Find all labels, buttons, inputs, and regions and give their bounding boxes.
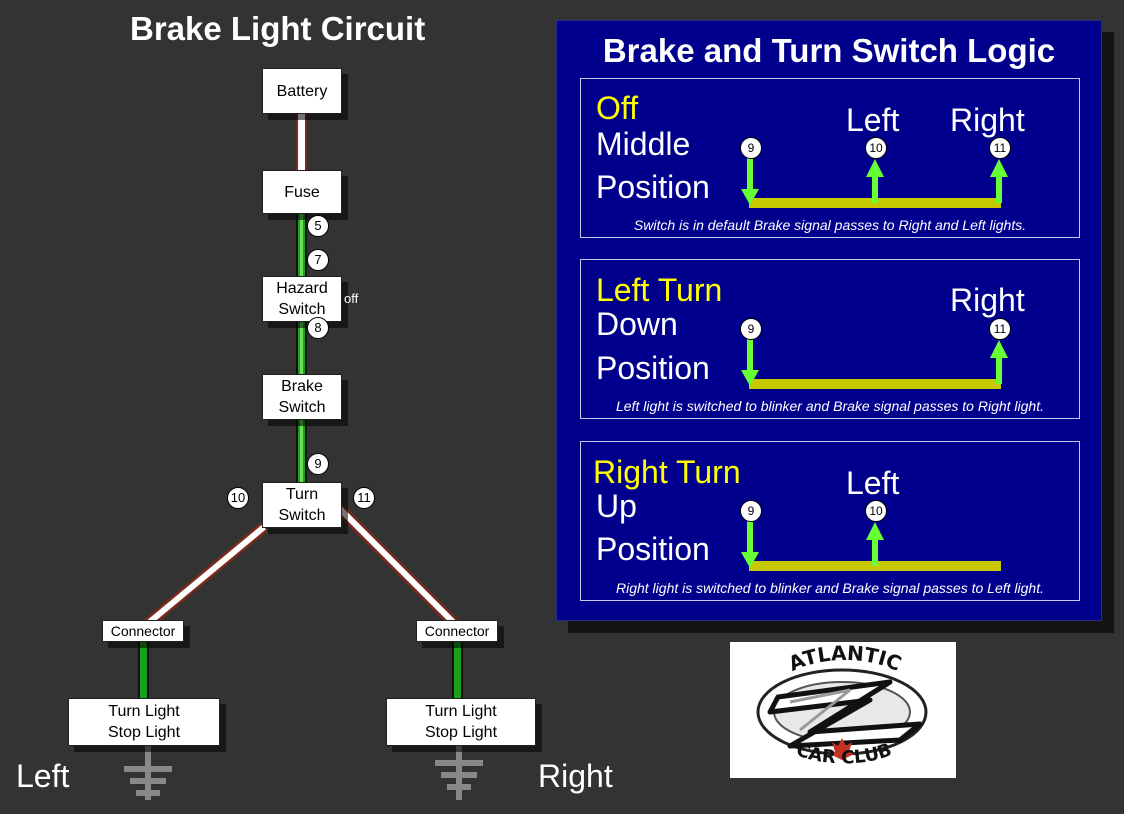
mode-left-turn-panel: Left Turn Down Position Right 9 11 Left … [580, 259, 1080, 419]
mode-left-turn-pin-11: 11 [989, 318, 1011, 340]
mode-off-note: Switch is in default Brake signal passes… [633, 217, 1027, 233]
pin-5: 5 [307, 215, 329, 237]
left-side-label: Left [16, 758, 70, 794]
light-right-box: Turn Light Stop Light [386, 698, 536, 746]
wire-connector-left-light [138, 640, 149, 700]
turn-switch-box: Turn Switch [262, 482, 342, 528]
mode-right-turn-line2: Position [596, 531, 710, 567]
light-left-box: Turn Light Stop Light [68, 698, 220, 746]
mode-left-turn-line2: Position [596, 350, 710, 386]
ground-symbol-left [124, 744, 172, 800]
mode-right-turn-line1: Up [596, 488, 637, 524]
mode-right-turn-pin-10: 10 [865, 500, 887, 522]
mode-off-left-label: Left [846, 102, 900, 138]
mode-right-turn-left-label: Left [846, 465, 900, 501]
connector-right-label: Connector [424, 623, 490, 639]
brake-switch-box: Brake Switch [262, 374, 342, 420]
mode-right-turn-state: Right Turn [593, 454, 741, 490]
pin-7: 7 [307, 249, 329, 271]
light-right-label: Turn Light Stop Light [424, 703, 498, 741]
battery-label: Battery [276, 82, 328, 100]
wire-battery-fuse [296, 110, 307, 172]
mode-right-turn-panel: Right Turn Up Position Left 9 10 Right l… [580, 441, 1080, 601]
mode-off-pin-9: 9 [740, 137, 762, 159]
brake-switch-label: Brake Switch [278, 378, 326, 416]
wire-connector-right-light [452, 640, 463, 700]
wire-turn-left [142, 522, 268, 630]
fuse-box: Fuse [262, 170, 342, 214]
light-left-label: Turn Light Stop Light [107, 703, 181, 741]
hazard-state-label: off [344, 291, 359, 306]
mode-off-line2: Position [596, 169, 710, 205]
atlantic-car-club-logo: ATLANTIC CAR CLUB [730, 641, 956, 778]
logo-graphic: ATLANTIC CAR CLUB [756, 641, 928, 768]
mode-off-state: Off [596, 90, 639, 126]
mode-left-turn-pin-9: 9 [740, 318, 762, 340]
wire-turn-right [336, 505, 460, 629]
mode-left-turn-note: Left light is switched to blinker and Br… [615, 398, 1044, 414]
mode-right-turn-pin-9: 9 [740, 500, 762, 522]
diagram-title: Brake Light Circuit [130, 10, 426, 47]
mode-right-turn-bus [741, 520, 1001, 571]
wire-fuse-turn [296, 212, 307, 484]
mode-left-turn-state: Left Turn [596, 272, 723, 308]
mode-off-pin-10: 10 [865, 137, 887, 159]
mode-off-panel: Off Middle Position Left Right 9 10 11 S… [580, 78, 1080, 238]
mode-off-pin-11: 11 [989, 137, 1011, 159]
pin-9: 9 [307, 453, 329, 475]
pin-8: 8 [307, 317, 329, 339]
fuse-label: Fuse [284, 183, 320, 201]
right-side-label: Right [538, 758, 613, 794]
connector-left-label: Connector [110, 623, 176, 639]
connector-left-box: Connector [102, 620, 184, 642]
logic-title: Brake and Turn Switch Logic [602, 32, 1056, 69]
hazard-switch-label: Hazard Switch [276, 280, 328, 318]
switch-logic-panel: Brake and Turn Switch Logic Off Middle P… [556, 20, 1102, 621]
turn-switch-label: Turn Switch [278, 486, 326, 524]
mode-left-turn-line1: Down [596, 306, 678, 342]
mode-off-right-label: Right [950, 102, 1025, 138]
mode-left-turn-bus [741, 338, 1008, 389]
pin-10: 10 [227, 487, 249, 509]
mode-left-turn-right-label: Right [950, 282, 1025, 318]
ground-symbol-right [435, 744, 483, 800]
mode-right-turn-note: Right light is switched to blinker and B… [615, 580, 1044, 596]
connector-right-box: Connector [416, 620, 498, 642]
mode-off-bus [741, 157, 1008, 208]
hazard-switch-box: Hazard Switch [262, 276, 342, 322]
mode-off-line1: Middle [596, 126, 691, 162]
pin-11: 11 [353, 487, 375, 509]
battery-box: Battery [262, 68, 342, 114]
